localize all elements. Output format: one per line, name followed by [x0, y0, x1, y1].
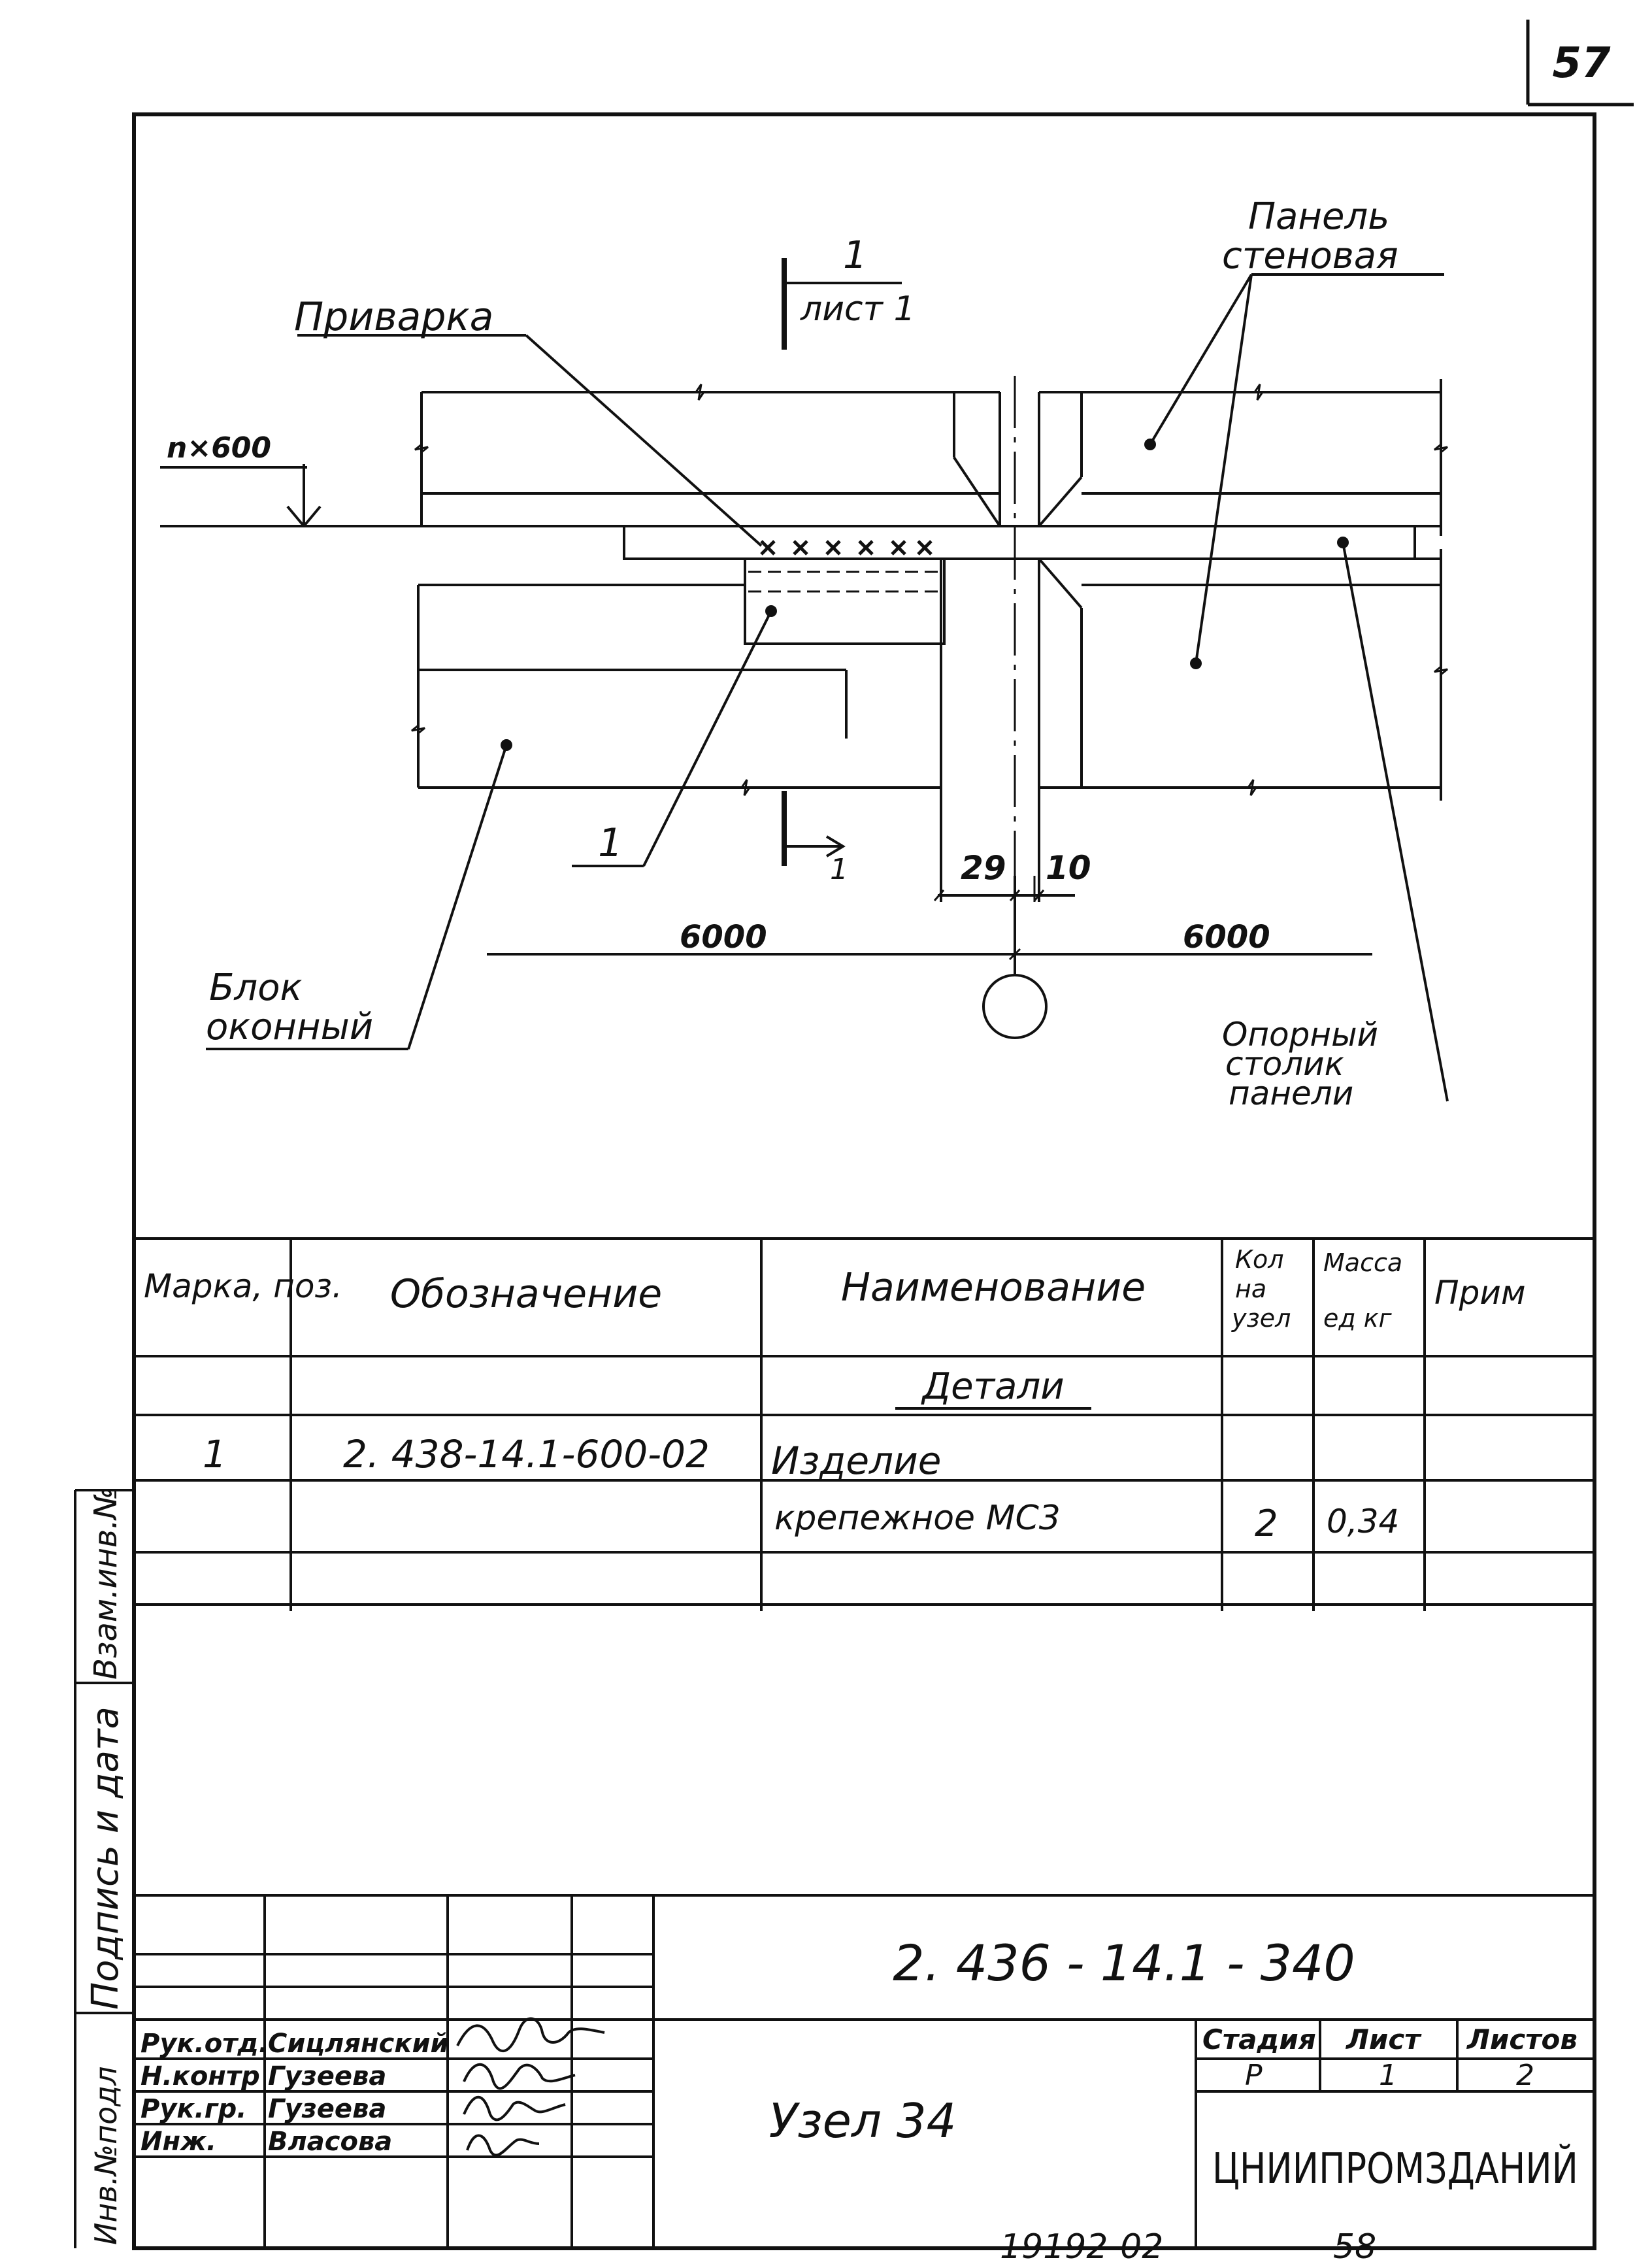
- detail-drawing: [160, 258, 1449, 1102]
- section-title: Детали: [920, 1365, 1064, 1408]
- staff-list: Рук.отд. Сицлянский Н.контр Гузеева Рук.…: [140, 2029, 449, 2157]
- row-1-name: Изделие: [771, 1439, 941, 1483]
- drawing-title: Узел 34: [769, 2093, 957, 2148]
- staff-role: Рук.гр.: [140, 2094, 246, 2124]
- row-2-mass: 0,34: [1327, 1503, 1399, 1540]
- row-1-designation: 2. 438-14.1-600-02: [343, 1432, 710, 1476]
- header-designation: Обозначение: [390, 1271, 662, 1317]
- section-mark-bottom-number: 1: [830, 853, 848, 886]
- page-number: 57: [1552, 39, 1611, 88]
- stamp-sign-date: Подпись и дата: [84, 1706, 127, 2010]
- dim-10: 10: [1046, 849, 1091, 887]
- label-support-line2: столик: [1225, 1045, 1344, 1083]
- sheets-value: 2: [1516, 2059, 1534, 2092]
- dim-left-6000: 6000: [680, 919, 767, 956]
- section-mark-top-number: 1: [843, 233, 867, 277]
- label-support-line1: Опорный: [1222, 1016, 1378, 1054]
- dim-29: 29: [961, 849, 1006, 887]
- stage-value: Р: [1245, 2059, 1263, 2092]
- row-2-qty: 2: [1255, 1503, 1278, 1545]
- label-window-block-line1: Блок: [209, 967, 302, 1009]
- label-position-1: 1: [598, 820, 623, 866]
- staff-name: Власова: [268, 2127, 392, 2157]
- label-panel-line1: Панель: [1248, 195, 1389, 238]
- signatures: [456, 2017, 605, 2157]
- header-mass-line1: Масса: [1323, 1248, 1402, 1277]
- staff-name: Гузеева: [268, 2061, 386, 2091]
- header-note: Прим: [1434, 1274, 1526, 1312]
- stamp-replace-inv: Взам.инв.№: [88, 1487, 124, 1680]
- label-support-line3: панели: [1229, 1074, 1353, 1112]
- row-2-name: крепежное МС3: [774, 1499, 1061, 1538]
- stamp-inv-orig: Инв.№подл: [88, 2067, 124, 2245]
- header-mark: Марка, поз.: [144, 1267, 342, 1305]
- doc-code: 2. 436 - 14.1 - 340: [893, 1934, 1355, 1992]
- staff-name: Гузеева: [268, 2094, 386, 2124]
- page-number-box: 57: [1526, 20, 1634, 107]
- label-panel-line2: стеновая: [1222, 235, 1398, 277]
- staff-role: Инж.: [140, 2127, 216, 2157]
- header-name: Наименование: [841, 1265, 1146, 1310]
- header-qty-line1: Кол: [1235, 1245, 1284, 1274]
- sheet-frame: [132, 112, 1596, 2250]
- stage-label: Стадия: [1202, 2023, 1316, 2055]
- dim-right-6000: 6000: [1183, 919, 1270, 956]
- spec-table-grid: [134, 1237, 1594, 1611]
- row-1-mark: 1: [203, 1432, 227, 1476]
- label-welding: Приварка: [294, 294, 493, 340]
- sheet-label: Лист: [1345, 2023, 1422, 2055]
- organization: ЦНИИПРОМЗДАНИЙ: [1212, 2144, 1578, 2193]
- staff-name: Сицлянский: [268, 2029, 449, 2059]
- header-qty-line2: на: [1235, 1274, 1266, 1303]
- archive-page: 58: [1333, 2227, 1376, 2262]
- section-mark-top-sheet: лист 1: [800, 290, 916, 329]
- label-window-block-line2: оконный: [206, 1006, 373, 1048]
- archive-code: 19192-02: [1000, 2227, 1163, 2262]
- label-level: n×600: [167, 431, 271, 465]
- header-qty-line3: узел: [1231, 1304, 1291, 1333]
- staff-role: Рук.отд.: [140, 2029, 269, 2059]
- staff-role: Н.контр: [140, 2061, 260, 2091]
- title-block-grid: [134, 1894, 1594, 2248]
- header-mass-line2: ед кг: [1323, 1304, 1393, 1333]
- side-stamp: [74, 1489, 134, 2248]
- sheet-value: 1: [1379, 2059, 1397, 2092]
- sheets-label: Листов: [1466, 2023, 1578, 2055]
